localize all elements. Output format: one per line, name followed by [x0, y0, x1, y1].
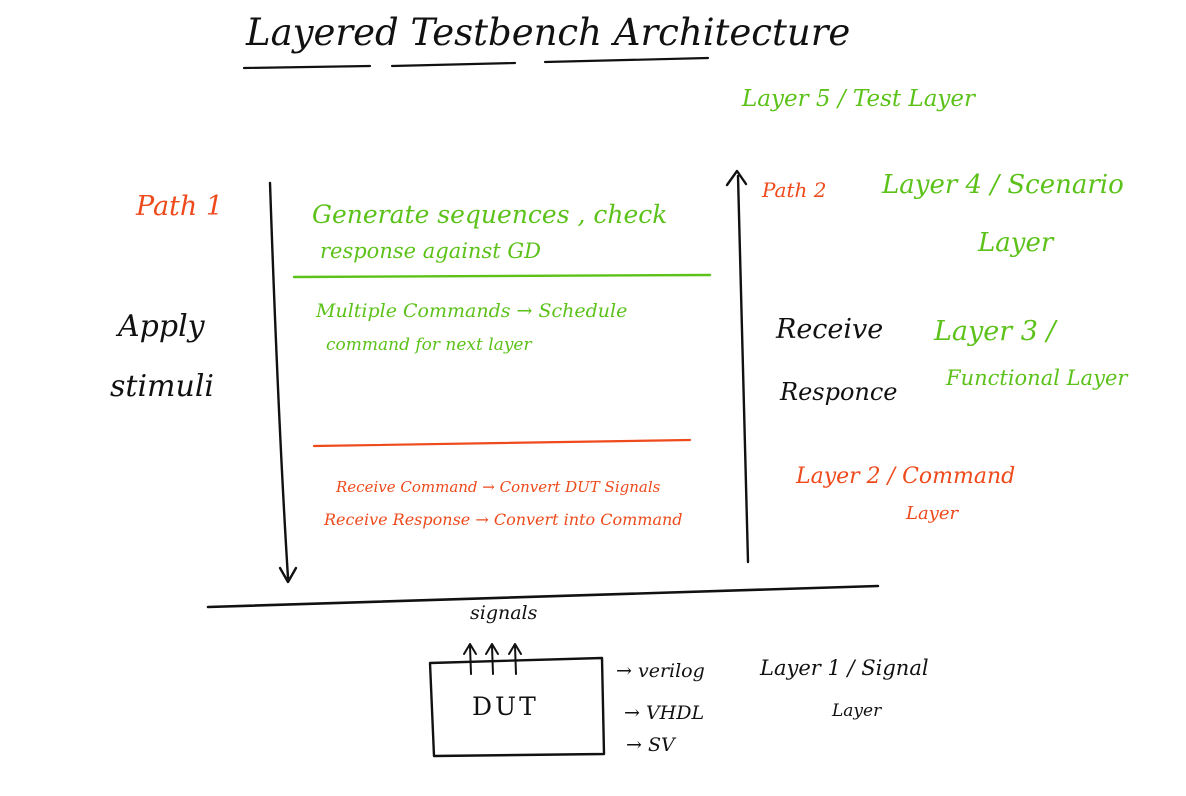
- layer2-label-line2: Layer: [906, 503, 959, 524]
- title-underline-1: [242, 64, 372, 70]
- functional-desc-line1: Multiple Commands → Schedule: [316, 300, 628, 322]
- path1-down-arrow-line: [268, 181, 290, 580]
- layer4-label-line1: Layer 4 / Scenario: [882, 170, 1124, 200]
- signal-arrows: [463, 643, 522, 675]
- path2-label: Path 2: [762, 178, 827, 202]
- red-separator: [312, 438, 692, 448]
- layer2-label-line1: Layer 2 / Command: [796, 464, 1016, 489]
- signals-label: signals: [470, 602, 538, 624]
- layer3-label-line2: Functional Layer: [946, 366, 1128, 390]
- dut-box: [428, 656, 606, 758]
- diagram-title: Layered Testbench Architecture: [246, 11, 851, 54]
- apply-stimuli-line2: stimuli: [110, 369, 215, 404]
- baseline: [206, 584, 880, 609]
- command-desc-line2: Receive Response → Convert into Command: [324, 510, 683, 529]
- title-underline-2: [390, 61, 517, 68]
- path1-label: Path 1: [136, 191, 224, 222]
- lang-sv: → SV: [626, 734, 675, 756]
- functional-desc-line2: command for next layer: [326, 335, 532, 355]
- layer1-label-line1: Layer 1 / Signal: [760, 656, 929, 680]
- path2-arrowhead: [725, 169, 748, 187]
- layer5-label: Layer 5 / Test Layer: [742, 86, 976, 112]
- receive-response-line1: Receive: [776, 314, 884, 345]
- scenario-desc-line2: response against GD: [320, 239, 541, 263]
- layer3-label-line1: Layer 3 /: [934, 316, 1056, 347]
- lang-vhdl: → VHDL: [624, 702, 705, 724]
- path2-up-arrow-line: [736, 174, 750, 564]
- path1-arrowhead: [278, 566, 298, 584]
- title-underline-3: [543, 56, 710, 64]
- apply-stimuli-line1: Apply: [118, 309, 205, 344]
- green-separator: [292, 273, 712, 279]
- receive-response-line2: Responce: [780, 378, 898, 406]
- layer4-label-line2: Layer: [978, 228, 1054, 258]
- scenario-desc-line1: Generate sequences , check: [312, 200, 668, 229]
- lang-verilog: → verilog: [616, 660, 705, 682]
- layer1-label-line2: Layer: [832, 701, 882, 721]
- command-desc-line1: Receive Command → Convert DUT Signals: [336, 478, 661, 496]
- dut-label: DUT: [472, 692, 539, 721]
